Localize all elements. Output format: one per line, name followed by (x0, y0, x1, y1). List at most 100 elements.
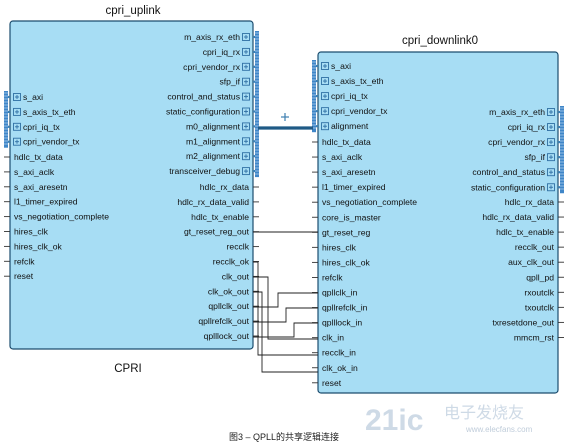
bus-port-cpri-vendor-tx[interactable]: cpri_vendor_tx (4, 137, 80, 147)
port-refclk[interactable]: refclk (312, 272, 343, 282)
plus-box-icon[interactable] (321, 107, 329, 116)
plus-box-icon[interactable] (321, 62, 329, 70)
plus-box-icon[interactable] (547, 168, 555, 177)
plus-box-icon[interactable] (13, 122, 21, 131)
port-recclk[interactable]: recclk (227, 242, 259, 252)
plus-box-icon[interactable] (242, 47, 250, 56)
plus-box-icon[interactable] (242, 107, 250, 116)
plus-box-icon[interactable] (321, 122, 329, 131)
bus-port-control-and-status[interactable]: control_and_status (167, 92, 259, 102)
port-hdlc-tx-enable[interactable]: hdlc_tx_enable (191, 212, 259, 222)
port-qpllclk-in[interactable]: qpllclk_in (312, 288, 358, 298)
plus-box-icon[interactable] (321, 92, 329, 101)
port-hdlc-rx-data[interactable]: hdlc_rx_data (200, 182, 259, 192)
plus-box-icon[interactable] (242, 152, 250, 161)
port-refclk[interactable]: refclk (4, 256, 35, 266)
port-label: control_and_status (167, 92, 240, 102)
net-recclk[interactable] (253, 261, 318, 356)
port-label: m2_alignment (186, 151, 241, 161)
bus-port-cpri-vendor-tx[interactable]: cpri_vendor_tx (312, 106, 388, 116)
port-label: l1_timer_expired (322, 182, 386, 192)
port-label: clk_ok_in (322, 363, 358, 373)
cpri-downlink0-block[interactable] (317, 51, 559, 394)
bus-port-cpri-vendor-rx[interactable]: cpri_vendor_rx (488, 137, 564, 147)
port-l1-timer-expired[interactable]: l1_timer_expired (4, 197, 78, 207)
net-clk[interactable] (253, 276, 318, 340)
port-rxoutclk[interactable]: rxoutclk (524, 287, 564, 297)
port-label: m1_alignment (186, 136, 241, 146)
port-label: hires_clk_ok (14, 241, 62, 251)
port-hdlc-tx-data[interactable]: hdlc_tx_data (312, 137, 371, 147)
port-hdlc-rx-data-valid[interactable]: hdlc_rx_data_valid (177, 197, 259, 207)
port-clk-in[interactable]: clk_in (312, 333, 344, 343)
port-recclk-ok[interactable]: recclk_ok (213, 257, 259, 267)
port-aux-clk-out[interactable]: aux_clk_out (508, 257, 564, 267)
expand-bar-icon[interactable] (560, 106, 564, 194)
port-gt-reset-reg-out[interactable]: gt_reset_reg_out (184, 227, 259, 237)
plus-box-icon[interactable] (13, 107, 21, 116)
port-hdlc-tx-data[interactable]: hdlc_tx_data (4, 152, 63, 162)
port-label: clk_ok_out (208, 286, 250, 296)
port-clk-ok-in[interactable]: clk_ok_in (312, 363, 358, 373)
plus-box-icon[interactable] (547, 108, 555, 116)
bus-port-static-configuration[interactable]: static_configuration (166, 107, 259, 117)
port-label: hdlc_rx_data (505, 197, 554, 207)
port-vs-negotiation-complete[interactable]: vs_negotiation_complete (312, 197, 417, 207)
port-s-axi-aresetn[interactable]: s_axi_aresetn (4, 182, 68, 192)
port-txresetdone-out[interactable]: txresetdone_out (492, 317, 564, 327)
port-hdlc-tx-enable[interactable]: hdlc_tx_enable (496, 227, 564, 237)
port-hires-clk-ok[interactable]: hires_clk_ok (4, 241, 62, 251)
port-core-is-master[interactable]: core_is_master (312, 212, 381, 222)
plus-box-icon[interactable] (242, 167, 250, 176)
port-label: qpllrefclk_in (322, 303, 368, 313)
cpri-uplink-block[interactable] (9, 20, 254, 350)
expand-bar-icon[interactable] (255, 31, 259, 178)
expand-bar-icon[interactable] (4, 91, 8, 148)
plus-box-icon[interactable] (242, 122, 250, 131)
plus-box-icon[interactable] (547, 183, 555, 192)
plus-box-icon[interactable] (242, 33, 250, 41)
port-qpll-pd[interactable]: qpll_pd (526, 272, 564, 282)
bus-port-control-and-status[interactable]: control_and_status (472, 167, 564, 177)
bus-port-m-axis-rx-eth[interactable]: m_axis_rx_eth (184, 32, 259, 42)
plus-box-icon[interactable] (242, 62, 250, 71)
net-qpllrefclk[interactable] (253, 307, 318, 323)
plus-box-icon[interactable] (547, 138, 555, 147)
port-hires-clk[interactable]: hires_clk (312, 242, 357, 252)
port-recclk-out[interactable]: recclk_out (515, 242, 564, 252)
plus-box-icon[interactable] (13, 137, 21, 146)
port-label: hdlc_rx_data_valid (482, 212, 554, 222)
port-s-axi-aclk[interactable]: s_axi_aclk (4, 167, 55, 177)
port-hires-clk[interactable]: hires_clk (4, 227, 49, 237)
plus-box-icon[interactable] (242, 77, 250, 86)
port-mmcm-rst[interactable]: mmcm_rst (514, 332, 564, 342)
plus-box-icon[interactable] (242, 137, 250, 146)
port-label: s_axis_tx_eth (331, 76, 384, 86)
plus-box-icon[interactable] (547, 123, 555, 132)
bus-port-cpri-vendor-rx[interactable]: cpri_vendor_rx (183, 62, 259, 72)
port-recclk-in[interactable]: recclk_in (312, 348, 356, 358)
net-clk-ok[interactable] (253, 291, 318, 373)
plus-box-icon[interactable] (547, 153, 555, 162)
net-qpllclk[interactable] (253, 292, 318, 308)
plus-box-icon[interactable] (242, 92, 250, 101)
port-reset[interactable]: reset (4, 271, 34, 281)
port-label: txresetdone_out (492, 317, 554, 327)
plus-box-icon[interactable] (13, 93, 21, 101)
port-s-axi-aclk[interactable]: s_axi_aclk (312, 152, 363, 162)
port-s-axi-aresetn[interactable]: s_axi_aresetn (312, 167, 376, 177)
port-l1-timer-expired[interactable]: l1_timer_expired (312, 182, 386, 192)
bus-port-transceiver-debug[interactable]: transceiver_debug (169, 166, 259, 176)
bus-port-static-configuration[interactable]: static_configuration (471, 182, 564, 192)
port-txoutclk[interactable]: txoutclk (525, 302, 564, 312)
port-hdlc-rx-data[interactable]: hdlc_rx_data (505, 197, 564, 207)
expand-bar-icon[interactable] (312, 60, 316, 133)
port-hdlc-rx-data-valid[interactable]: hdlc_rx_data_valid (482, 212, 564, 222)
bus-port-m-axis-rx-eth[interactable]: m_axis_rx_eth (489, 107, 564, 117)
port-label: m_axis_rx_eth (184, 32, 240, 42)
net-qplllock[interactable] (253, 322, 318, 338)
port-vs-negotiation-complete[interactable]: vs_negotiation_complete (4, 212, 109, 222)
port-reset[interactable]: reset (312, 378, 342, 388)
plus-box-icon[interactable] (321, 77, 329, 86)
port-hires-clk-ok[interactable]: hires_clk_ok (312, 257, 370, 267)
